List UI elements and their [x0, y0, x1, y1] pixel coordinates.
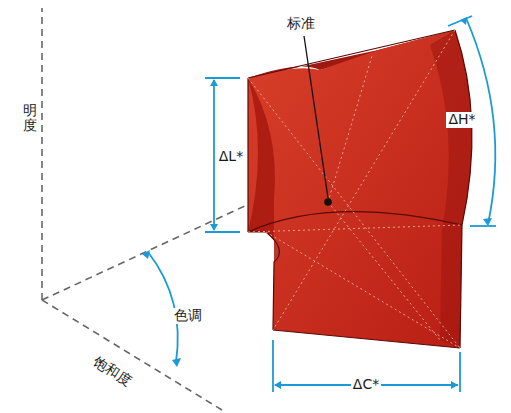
delta-c-label: ΔC* — [351, 377, 381, 392]
leader-line — [304, 36, 328, 198]
arrowhead — [142, 250, 150, 259]
lightness-axis-label: 明度 — [23, 103, 37, 134]
hue-arc — [148, 252, 178, 362]
hue-label: 色调 — [172, 308, 204, 323]
arrowhead — [172, 358, 181, 367]
standard-label: 标准 — [287, 16, 315, 31]
delta-h-label: ΔH* — [446, 112, 477, 127]
axis-lines — [42, 8, 262, 410]
tolerance-solid — [248, 30, 472, 348]
delta-c-bracket — [273, 340, 460, 392]
chroma-axis-label: 饱和度 — [90, 354, 134, 390]
delta-l-label: ΔL* — [217, 149, 245, 164]
